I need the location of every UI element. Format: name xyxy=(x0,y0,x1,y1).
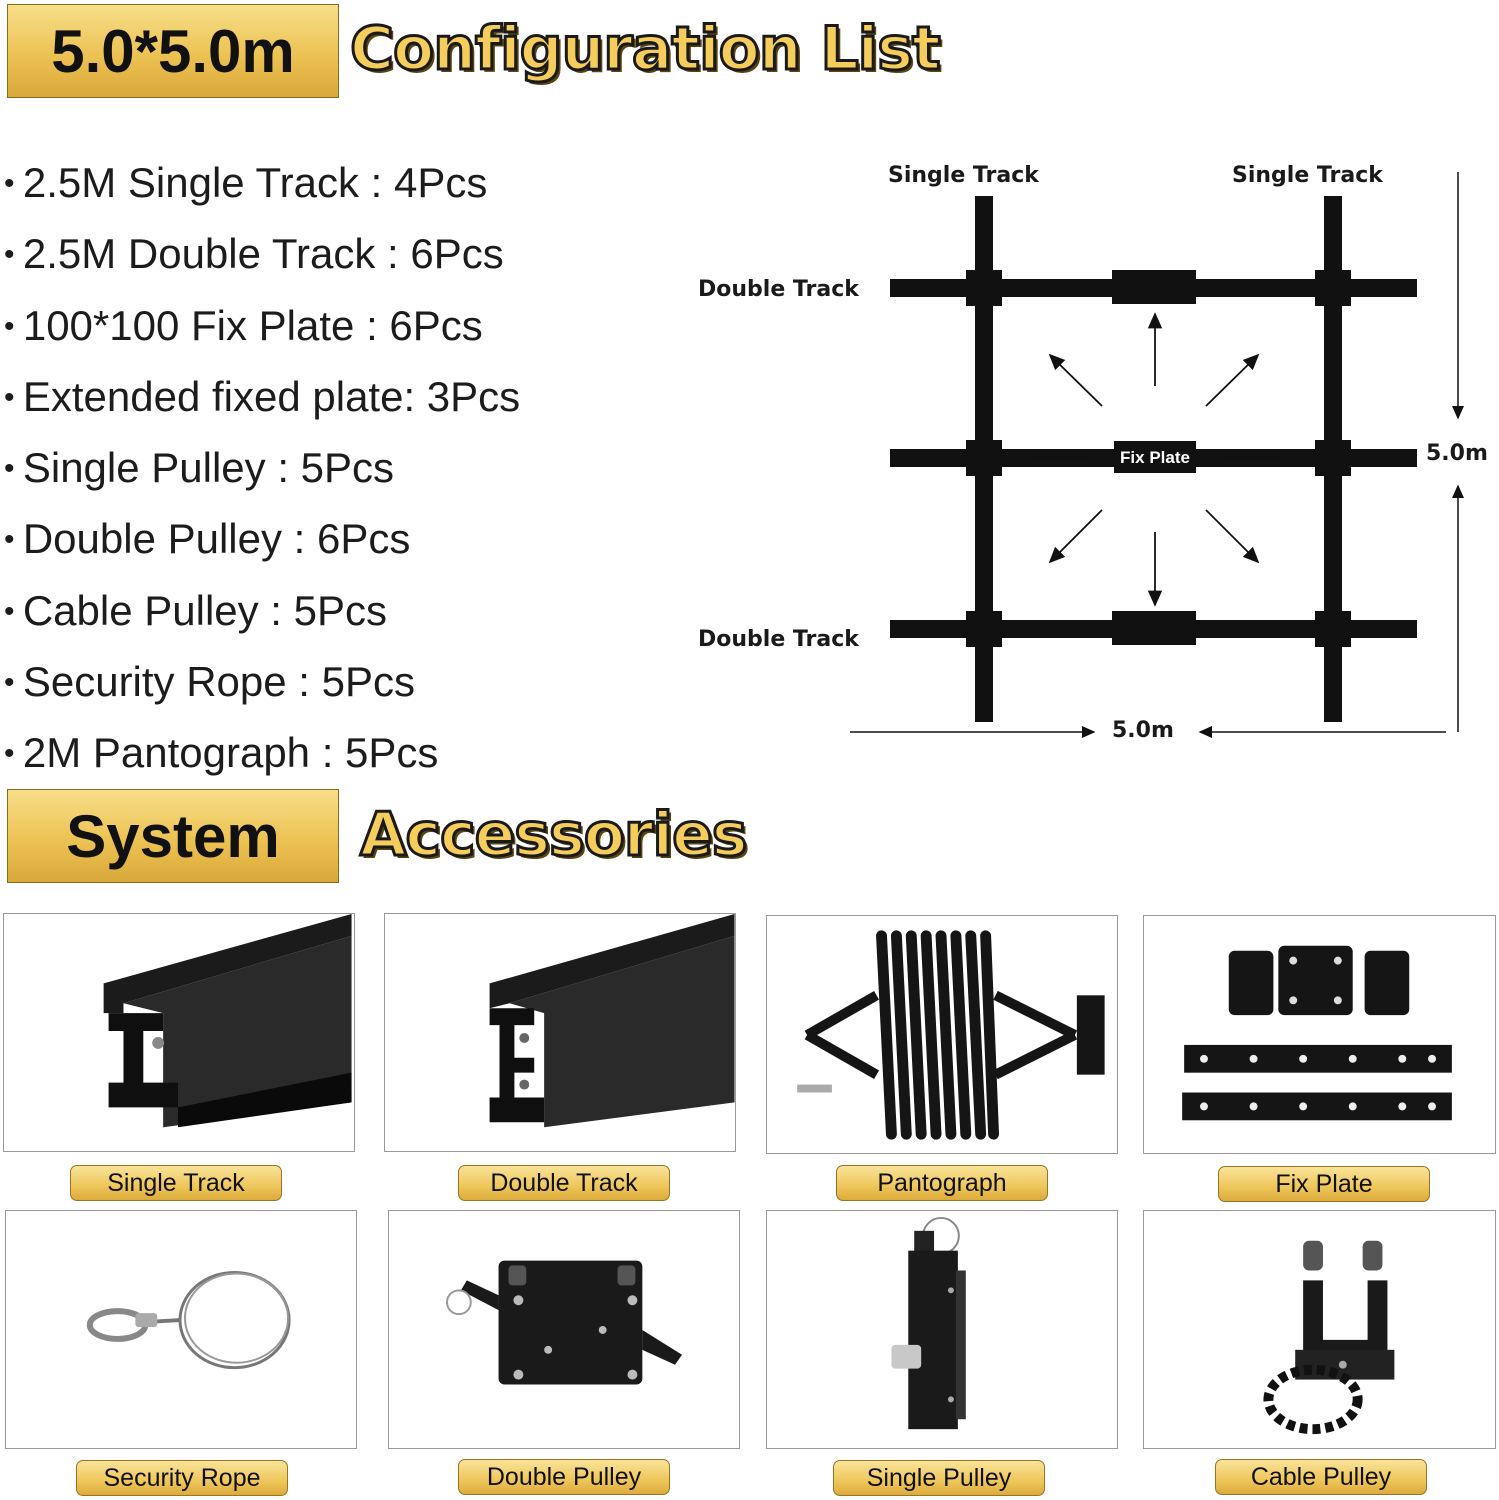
fix-plate-pill: Fix Plate xyxy=(1218,1166,1430,1202)
size-badge: 5.0*5.0m xyxy=(7,4,339,98)
direction-arrows xyxy=(1014,312,1298,607)
cable-pulley-icon xyxy=(1263,1240,1395,1435)
junction-plates xyxy=(966,270,1351,647)
single-pulley-icon xyxy=(891,1216,966,1430)
accessory-label: Pantograph xyxy=(877,1168,1007,1197)
configuration-list: 2.5M Single Track : 4Pcs 2.5M Double Tra… xyxy=(4,150,520,792)
list-item: Security Rope : 5Pcs xyxy=(4,649,520,720)
accessory-label: Single Pulley xyxy=(866,1463,1012,1492)
single-track-card xyxy=(3,913,355,1152)
accessories-title: Accessories xyxy=(358,799,748,872)
dimension-lines xyxy=(850,172,1464,738)
list-item: 2M Pantograph : 5Pcs xyxy=(4,720,520,791)
list-item: Single Pulley : 5Pcs xyxy=(4,435,520,506)
double-pulley-icon xyxy=(445,1260,683,1385)
single-track-pill: Single Track xyxy=(70,1165,282,1201)
single-track-right-label: Single Track xyxy=(1232,163,1384,188)
list-item: 2.5M Single Track : 4Pcs xyxy=(4,150,520,221)
double-pulley-card xyxy=(388,1210,740,1449)
fix-plate-icon xyxy=(1182,945,1452,1121)
list-item: 100*100 Fix Plate : 6Pcs xyxy=(4,293,520,364)
security-rope-pill: Security Rope xyxy=(76,1460,288,1496)
accessory-label: Security Rope xyxy=(103,1463,261,1492)
accessory-label: Single Track xyxy=(107,1168,245,1197)
fix-plate-box xyxy=(1114,441,1196,473)
pantograph-card xyxy=(766,915,1118,1154)
fix-plate-label: Fix Plate xyxy=(1120,448,1190,467)
track-layout-diagram: Single Track Single Track Double Track D… xyxy=(698,163,1488,743)
configuration-list-title: Configuration List xyxy=(349,13,943,86)
fix-plate-card xyxy=(1143,915,1496,1154)
accessory-label: Fix Plate xyxy=(1275,1169,1373,1198)
single-track-icon xyxy=(103,914,352,1128)
system-badge: System xyxy=(7,789,339,883)
double-pulley-pill: Double Pulley xyxy=(458,1459,670,1495)
single-pulley-card xyxy=(766,1210,1118,1449)
pantograph-icon xyxy=(797,930,1105,1140)
double-track-bottom-label: Double Track xyxy=(698,627,860,652)
accessory-label: Double Track xyxy=(490,1168,638,1197)
single-pulley-pill: Single Pulley xyxy=(833,1460,1045,1496)
width-label: 5.0m xyxy=(1112,718,1174,743)
height-label: 5.0m xyxy=(1426,441,1488,466)
list-item: Cable Pulley : 5Pcs xyxy=(4,578,520,649)
size-label: 5.0*5.0m xyxy=(51,17,295,85)
double-track-icon xyxy=(489,914,735,1128)
double-track-top-label: Double Track xyxy=(698,277,860,302)
accessory-label: Double Pulley xyxy=(486,1462,642,1491)
system-label: System xyxy=(66,802,280,870)
security-rope-icon xyxy=(86,1270,291,1370)
security-rope-card xyxy=(5,1210,357,1449)
double-track-card xyxy=(384,913,736,1152)
accessory-label: Cable Pulley xyxy=(1250,1462,1392,1491)
single-track-left-label: Single Track xyxy=(888,163,1040,188)
list-item: Double Pulley : 6Pcs xyxy=(4,506,520,577)
pantograph-pill: Pantograph xyxy=(836,1165,1048,1201)
cable-pulley-pill: Cable Pulley xyxy=(1215,1459,1427,1495)
list-item: 2.5M Double Track : 6Pcs xyxy=(4,221,520,292)
double-track-pill: Double Track xyxy=(458,1165,670,1201)
cable-pulley-card xyxy=(1143,1210,1496,1449)
list-item: Extended fixed plate: 3Pcs xyxy=(4,364,520,435)
